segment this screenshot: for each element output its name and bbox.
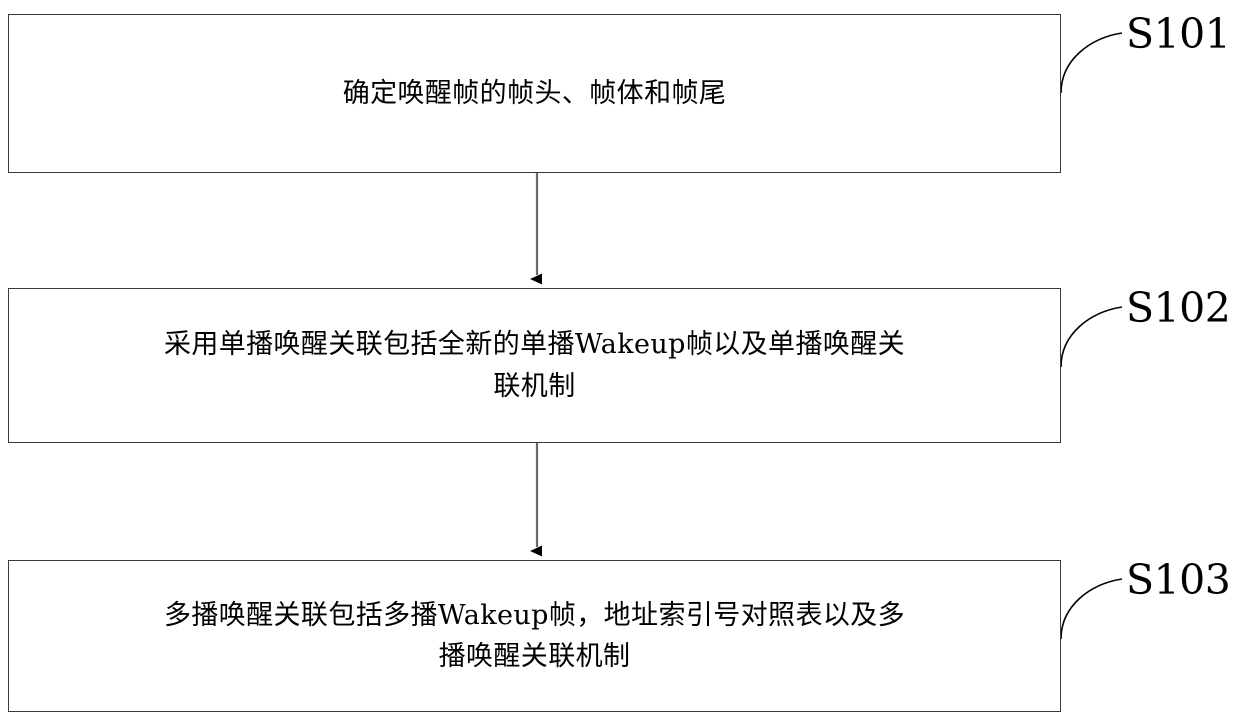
step-text-s102: 采用单播唤醒关联包括全新的单播Wakeup帧以及单播唤醒关 联机制 [163, 329, 906, 402]
leader-line-s103 [1060, 578, 1123, 640]
step-label-s103: S103 [1126, 556, 1231, 604]
leader-line-s102 [1060, 306, 1123, 368]
step-text-s103: 多播唤醒关联包括多播Wakeup帧，地址索引号对照表以及多 播唤醒关联机制 [163, 599, 906, 672]
step-box-s102: 采用单播唤醒关联包括全新的单播Wakeup帧以及单播唤醒关 联机制 [8, 288, 1061, 443]
step-box-s103: 多播唤醒关联包括多播Wakeup帧，地址索引号对照表以及多 播唤醒关联机制 [8, 560, 1061, 712]
leader-line-s101 [1060, 32, 1123, 94]
step-label-s102: S102 [1126, 284, 1231, 332]
step-text-s101: 确定唤醒帧的帧头、帧体和帧尾 [342, 77, 727, 109]
step-box-s101: 确定唤醒帧的帧头、帧体和帧尾 [8, 14, 1061, 173]
step-label-s101: S101 [1126, 10, 1231, 58]
